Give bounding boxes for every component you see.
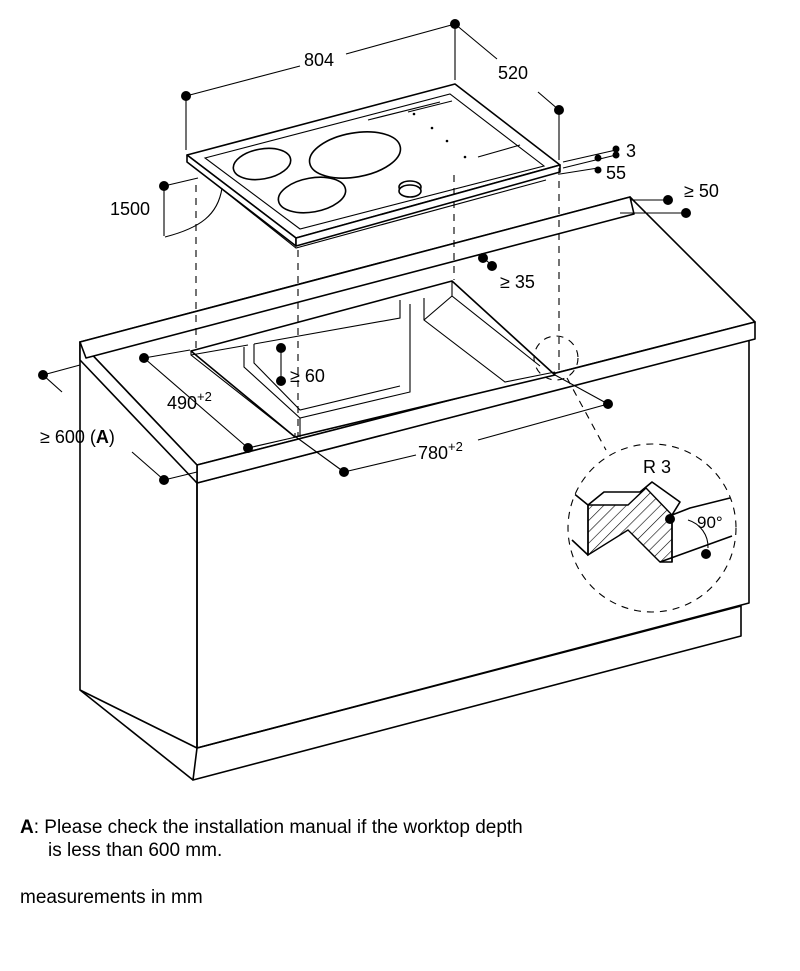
label-cable-length: 1500	[110, 199, 150, 219]
units-note: measurements in mm	[20, 887, 203, 908]
cooking-zone-large	[308, 131, 402, 179]
footnote-key: A	[20, 817, 34, 838]
footnote: A: Please check the installation manual …	[20, 816, 640, 862]
footnote-line-2: is less than 600 mm.	[48, 840, 223, 861]
cooking-zone-front	[277, 176, 347, 214]
label-front-gap: ≥ 60	[290, 366, 325, 386]
label-cutout-depth: 490+2	[167, 389, 212, 413]
label-depth: 520	[498, 63, 528, 83]
projection-lines	[195, 168, 560, 437]
footnote-line-1: A: Please check the installation manual …	[20, 817, 523, 838]
label-glass-thickness: 3	[626, 141, 636, 161]
label-edge-radius: R 3	[643, 457, 671, 477]
power-cable	[164, 187, 223, 238]
label-back-gap: ≥ 35	[500, 272, 535, 292]
label-width: 804	[304, 50, 334, 70]
dimension-labels: 804 520 1500 3 55 ≥ 50 ≥ 35 ≥ 60 490+2 7…	[40, 50, 723, 532]
installation-diagram: 804 520 1500 3 55 ≥ 50 ≥ 35 ≥ 60 490+2 7…	[38, 19, 756, 781]
label-hob-height: 55	[606, 163, 626, 183]
hob	[164, 83, 561, 249]
label-worktop-depth: ≥ 600 (A)	[40, 427, 115, 447]
label-cutout-width: 780+2	[418, 439, 463, 463]
edge-detail-callout	[533, 335, 737, 613]
dimension-lines	[38, 19, 691, 485]
cooking-zone-small-left	[232, 147, 292, 181]
label-edge-angle: 90°	[697, 513, 723, 532]
footnote-text-1: Please check the installation manual if …	[39, 817, 523, 838]
label-rear-distance: ≥ 50	[684, 181, 719, 201]
